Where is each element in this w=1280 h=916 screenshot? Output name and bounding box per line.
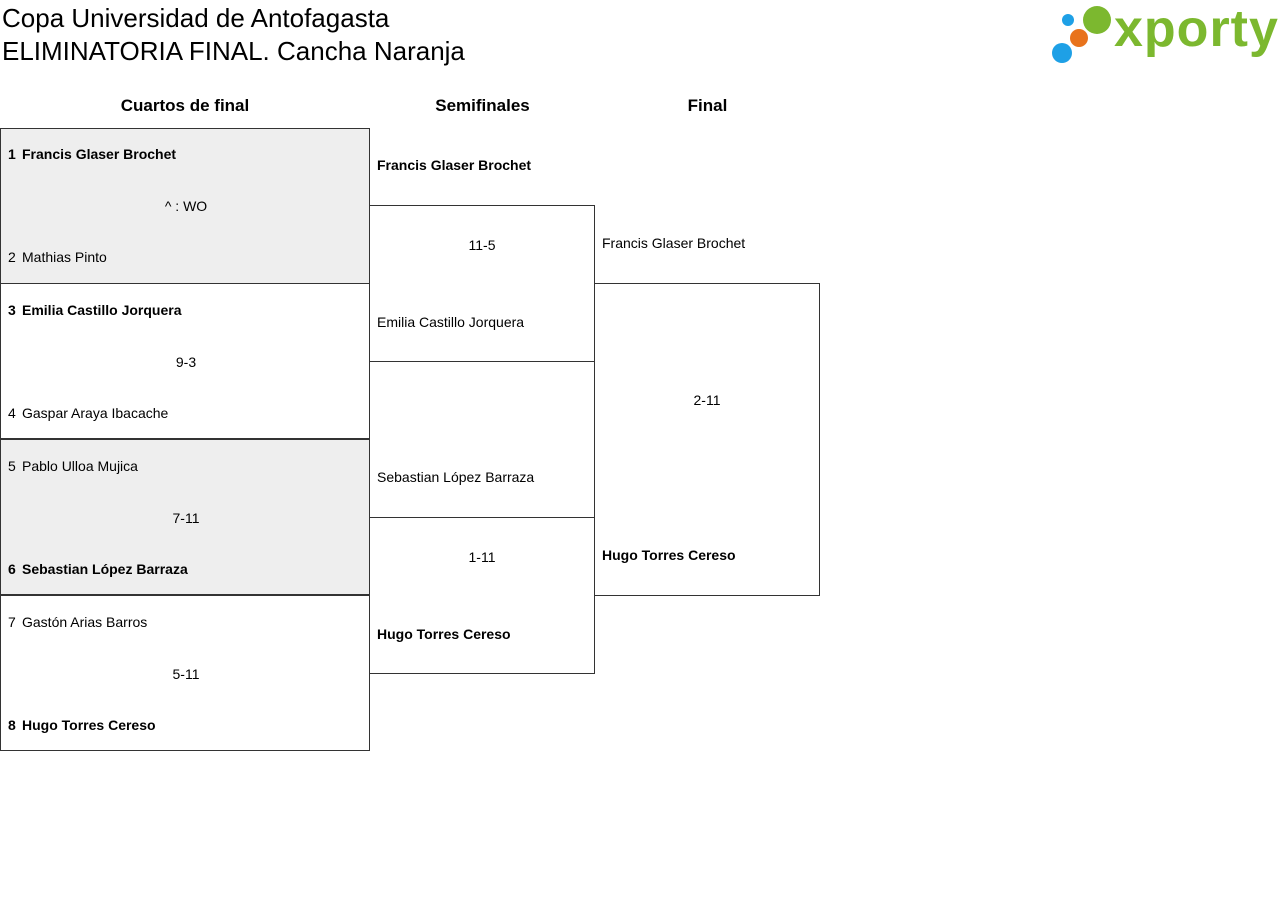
round-header-quarterfinals: Cuartos de final	[120, 96, 250, 115]
logo-dot-blue-small	[1062, 14, 1074, 26]
round-header-final: Final	[687, 96, 728, 115]
match-score: 1-11	[468, 549, 496, 565]
logo-dot-orange	[1070, 29, 1088, 47]
semifinal-match-1[interactable]: 11-5 Emilia Castillo Jorquera	[369, 205, 595, 362]
match-score: ^ : WO	[164, 198, 208, 214]
semifinal-1-player-2: Emilia Castillo Jorquera	[377, 314, 525, 330]
match-score: 9-3	[175, 354, 197, 370]
final-player-2: Hugo Torres Cereso	[602, 547, 736, 563]
semifinal-2-player-1: Sebastian López Barraza	[377, 469, 535, 485]
logo-text: xporty	[1114, 0, 1279, 58]
logo-dot-blue	[1052, 43, 1072, 63]
page-subtitle: ELIMINATORIA FINAL. Cancha Naranja	[2, 36, 465, 66]
semifinal-1-player-1: Francis Glaser Brochet	[377, 157, 532, 173]
match-score: 5-11	[172, 666, 200, 682]
page-title: Copa Universidad de Antofagasta	[2, 3, 390, 33]
final-player-1: Francis Glaser Brochet	[602, 235, 746, 251]
semifinal-match-2[interactable]: 1-11 Hugo Torres Cereso	[369, 517, 595, 674]
final-match[interactable]: 2-11 Hugo Torres Cereso	[594, 283, 820, 596]
logo-dot-green	[1083, 6, 1111, 34]
match-score: 11-5	[468, 237, 496, 253]
round-header-semifinals: Semifinales	[435, 96, 530, 115]
match-score: 2-11	[693, 392, 721, 408]
semifinal-2-player-2: Hugo Torres Cereso	[377, 626, 511, 642]
match-score: 7-11	[172, 510, 200, 526]
xporty-logo[interactable]: xporty	[1052, 0, 1278, 67]
